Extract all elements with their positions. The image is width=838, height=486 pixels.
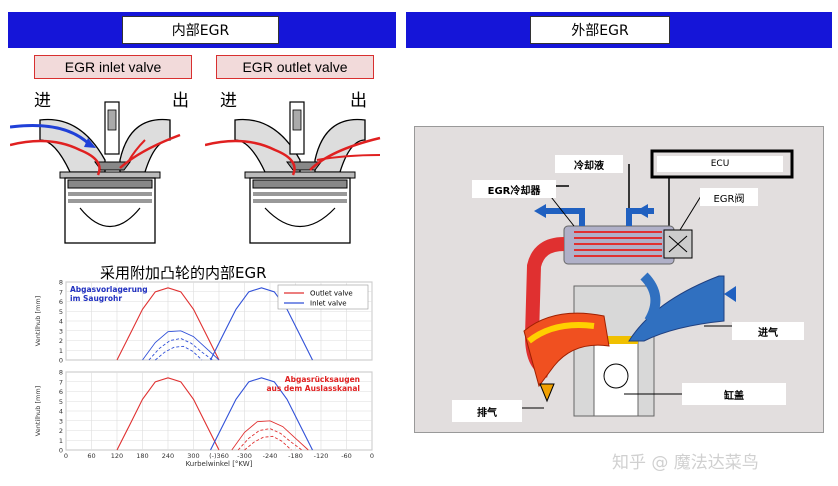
x-tick-label: -300 <box>237 452 252 460</box>
y-axis-label: Ventilhub [mm] <box>34 296 42 346</box>
legend <box>277 284 369 310</box>
internal-egr-subtitle: 采用附加凸轮的内部EGR <box>100 264 267 282</box>
series-line <box>237 428 303 451</box>
x-tick-label: 0 <box>370 452 374 460</box>
y-tick-label: 5 <box>59 398 63 406</box>
y-tick-label: 1 <box>59 437 63 445</box>
coolant-label: 冷却液 <box>555 155 623 173</box>
chart-annotation: im Saugrohr <box>70 294 122 303</box>
y-axis-label: Ventilhub [mm] <box>34 386 42 436</box>
x-tick-label: -120 <box>314 452 329 460</box>
y-tick-label: 3 <box>59 327 63 335</box>
ecu-label: ECU <box>657 156 783 172</box>
series-line <box>142 330 220 361</box>
egr-outlet-valve-label: EGR outlet valve <box>216 55 374 79</box>
x-tick-label: 60 <box>87 452 95 460</box>
series-line <box>210 377 313 451</box>
y-tick-label: 8 <box>59 280 63 287</box>
chart-annotation: Abgasvorlagerung <box>70 285 148 294</box>
y-tick-label: 6 <box>59 388 63 396</box>
legend-label: Outlet valve <box>310 290 353 298</box>
y-tick-label: 3 <box>59 417 63 425</box>
left-in-char: 进 <box>34 91 51 111</box>
legend-label: Inlet valve <box>310 300 347 308</box>
y-tick-label: 7 <box>59 288 63 296</box>
egr-cooler-label: EGR冷却器 <box>472 180 556 198</box>
x-tick-label: 0 <box>64 452 68 460</box>
left-header-title: 内部EGR <box>122 16 279 44</box>
left-out-char: 出 <box>172 91 189 111</box>
series-line <box>116 377 220 451</box>
cylinder-head-label: 缸盖 <box>682 383 786 405</box>
x-tick-label: 180 <box>136 452 148 460</box>
y-tick-label: 4 <box>59 318 63 326</box>
x-tick-label: -240 <box>263 452 278 460</box>
series-line <box>244 435 292 451</box>
x-tick-label: 120 <box>111 452 123 460</box>
x-axis-label: Kurbelwinkel [°KW] <box>186 460 253 468</box>
y-tick-label: 0 <box>59 357 63 365</box>
chart-annotation: aus dem Auslasskanal <box>266 384 360 393</box>
x-tick-label: 240 <box>162 452 174 460</box>
x-tick-label: 300 <box>187 452 199 460</box>
inlet-egr-engine-illustration <box>10 101 181 244</box>
x-tick-label: -180 <box>288 452 303 460</box>
series-line <box>148 338 213 361</box>
right-in-char: 进 <box>220 91 237 111</box>
egr-inlet-valve-label: EGR inlet valve <box>34 55 192 79</box>
x-tick-label: (-)360 <box>209 452 229 460</box>
series-line <box>231 420 309 451</box>
y-tick-label: 0 <box>59 447 63 455</box>
series-line <box>210 287 313 361</box>
egr-valve-label: EGR阀 <box>700 188 758 206</box>
chart-annotation: Abgasrücksaugen <box>285 375 360 384</box>
y-tick-label: 7 <box>59 378 63 386</box>
y-tick-label: 6 <box>59 298 63 306</box>
y-tick-label: 1 <box>59 347 63 355</box>
left-header-bar: 内部EGR <box>8 12 396 48</box>
series-line <box>155 345 203 361</box>
y-tick-label: 4 <box>59 408 63 416</box>
right-header-title: 外部EGR <box>530 16 670 44</box>
series-line <box>116 287 220 361</box>
y-tick-label: 8 <box>59 369 63 377</box>
intake-label: 进气 <box>732 322 804 340</box>
y-tick-label: 5 <box>59 308 63 316</box>
y-tick-label: 2 <box>59 337 63 345</box>
watermark: 知乎 @ 魔法达菜鸟 <box>612 453 759 473</box>
external-egr-illustration <box>519 149 794 417</box>
right-header-bar: 外部EGR <box>406 12 832 48</box>
right-out-char: 出 <box>350 91 367 111</box>
x-tick-label: -60 <box>341 452 352 460</box>
y-tick-label: 2 <box>59 427 63 435</box>
exhaust-label: 排气 <box>452 400 522 422</box>
outlet-egr-engine-illustration <box>205 101 381 244</box>
